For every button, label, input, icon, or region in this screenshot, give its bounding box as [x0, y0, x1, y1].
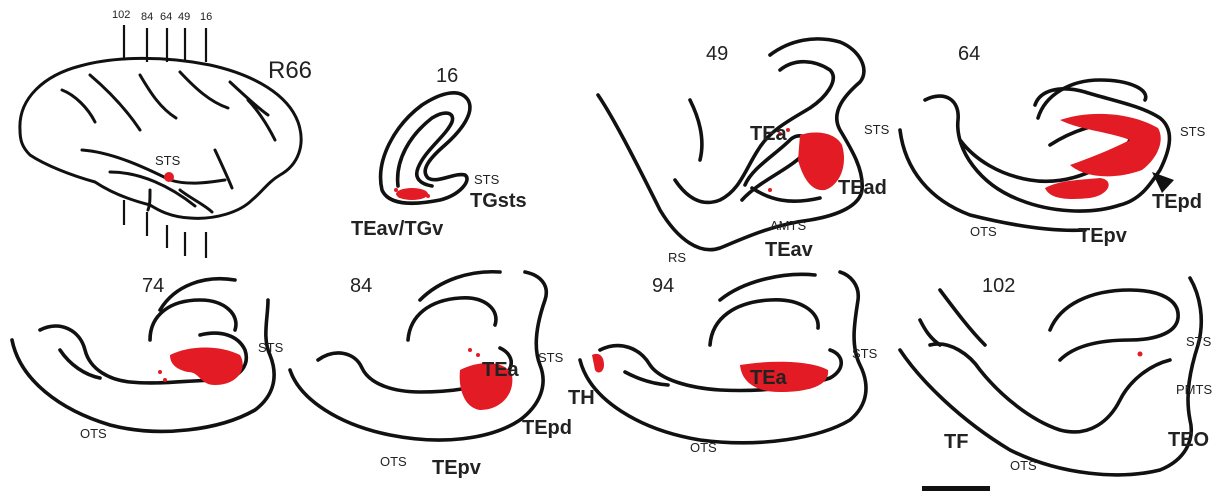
section-94-top: [720, 274, 815, 300]
tea-label-49: TEa: [750, 123, 788, 145]
section-102-left: [920, 290, 985, 345]
section-number-84: 84: [350, 275, 372, 297]
injection-site: [164, 172, 174, 182]
tepd-label-64: TEpd: [1152, 191, 1202, 213]
brain-sulci: [62, 72, 275, 212]
section-64-top: [1038, 80, 1146, 118]
sts-label-64: STS: [1180, 124, 1206, 139]
tgsts-label: TGsts: [470, 190, 527, 212]
sts-label-16: STS: [474, 172, 500, 187]
section-number-74: 74: [142, 275, 164, 297]
tick-label-84: 84: [141, 11, 153, 23]
teav-tgv-label: TEav/TGv: [351, 218, 444, 240]
th-label: TH: [568, 387, 595, 409]
section-49-small: [690, 100, 702, 160]
labeled-cells-16: [394, 188, 430, 200]
section-84-top: [420, 272, 500, 300]
section-number-94: 94: [652, 275, 674, 297]
section-84: 84 TEa STS TEpd OTS TEpv: [290, 272, 572, 479]
section-94: 94 TH TEa STS OTS: [568, 272, 878, 455]
tead-label: TEad: [838, 177, 887, 199]
case-id: R66: [268, 57, 312, 84]
sts-label-84: STS: [538, 350, 564, 365]
section-64: 64 STS TEpd OTS TEpv: [900, 43, 1206, 247]
section-102: 102 STS PMTS TF TEO OTS: [900, 275, 1212, 475]
ots-label-64: OTS: [970, 224, 997, 239]
section-49: 49 TEa STS TEad AMTS TEav RS: [598, 39, 890, 265]
brain-outline: [20, 58, 301, 218]
sts-label-102: STS: [1186, 334, 1212, 349]
section-74: 74 STS OTS: [12, 275, 284, 441]
section-16: 16 STS TGsts TEav/TGv: [351, 65, 527, 240]
labeled-cells-64: [1045, 114, 1161, 199]
tepd-label-84: TEpd: [522, 417, 572, 439]
ots-label-84: OTS: [380, 454, 407, 469]
sts-label-49: STS: [864, 122, 890, 137]
amts-label-49: AMTS: [770, 218, 806, 233]
injection-label: STS: [155, 153, 181, 168]
tea-label-94: TEa: [750, 367, 788, 389]
tick-label-102: 102: [112, 9, 130, 21]
section-49-lower: [752, 188, 820, 201]
scale-bar: [922, 486, 990, 491]
tea-label-84: TEa: [482, 359, 520, 381]
section-84-fold: [408, 298, 496, 340]
tepv-label-64: TEpv: [1078, 225, 1128, 247]
section-102-fold: [1050, 290, 1178, 360]
ots-label-74: OTS: [80, 426, 107, 441]
labeled-cells-102: [1138, 352, 1143, 357]
section-number-16: 16: [436, 65, 458, 87]
sts-label-94: STS: [852, 346, 878, 361]
rs-label-49: RS: [668, 250, 686, 265]
tick-label-16: 16: [200, 11, 212, 23]
brain-lateral-view: 102 84 64 49 16 STS R66: [20, 9, 312, 258]
arrowhead: [1152, 172, 1174, 193]
teo-label: TEO: [1168, 429, 1209, 451]
tick-label-64: 64: [160, 11, 172, 23]
tick-label-49: 49: [178, 11, 190, 23]
ots-label-94: OTS: [690, 440, 717, 455]
section-94-fold: [710, 300, 818, 345]
section-number-49: 49: [706, 43, 728, 65]
tepv-label-84: TEpv: [432, 457, 482, 479]
section-16-outline: [381, 93, 470, 203]
sts-label-74: STS: [258, 340, 284, 355]
section-number-64: 64: [958, 43, 980, 65]
section-number-102: 102: [982, 275, 1015, 297]
pmts-label: PMTS: [1176, 382, 1212, 397]
ots-label-102: OTS: [1010, 458, 1037, 473]
tf-label: TF: [944, 431, 968, 453]
teav-label-49: TEav: [765, 239, 814, 261]
